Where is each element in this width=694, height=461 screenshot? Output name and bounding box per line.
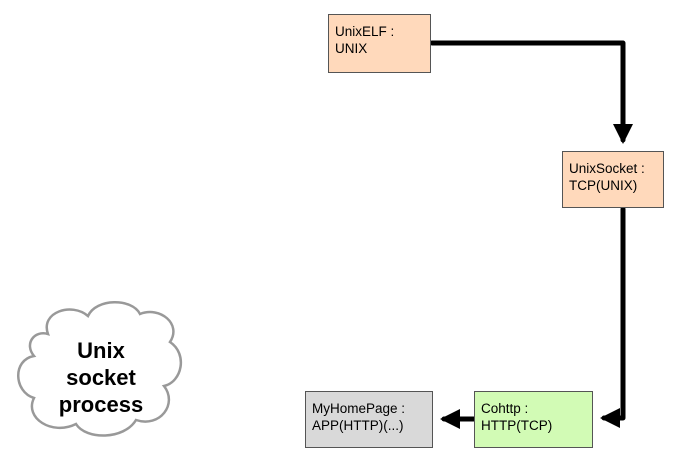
node-unixelf[interactable]: UnixELF : UNIX bbox=[328, 14, 431, 73]
node-unixsocket-title: UnixSocket : bbox=[569, 161, 645, 176]
cloud-label-line-2: socket bbox=[66, 365, 136, 390]
node-cohttp[interactable]: Cohttp : HTTP(TCP) bbox=[474, 391, 593, 448]
node-unixelf-type: UNIX bbox=[335, 41, 368, 56]
node-unixsocket-type: TCP(UNIX) bbox=[569, 178, 638, 193]
node-cohttp-type: HTTP(TCP) bbox=[481, 418, 553, 433]
node-cohttp-title: Cohttp : bbox=[481, 401, 529, 416]
edge-unixelf-to-unixsocket bbox=[429, 40, 633, 144]
node-unixelf-title: UnixELF : bbox=[335, 24, 395, 39]
node-myhomepage-type: APP(HTTP)(...) bbox=[312, 418, 404, 433]
cloud-label-line-1: Unix bbox=[77, 338, 125, 363]
cloud-label: Unix socket process bbox=[38, 337, 164, 418]
node-unixsocket[interactable]: UnixSocket : TCP(UNIX) bbox=[562, 151, 664, 208]
cloud-label-line-3: process bbox=[58, 392, 144, 417]
node-myhomepage[interactable]: MyHomePage : APP(HTTP)(...) bbox=[305, 391, 433, 448]
edge-unixsocket-to-cohttp bbox=[600, 206, 626, 428]
node-myhomepage-title: MyHomePage : bbox=[312, 401, 406, 416]
cloud-shape bbox=[17, 301, 183, 437]
